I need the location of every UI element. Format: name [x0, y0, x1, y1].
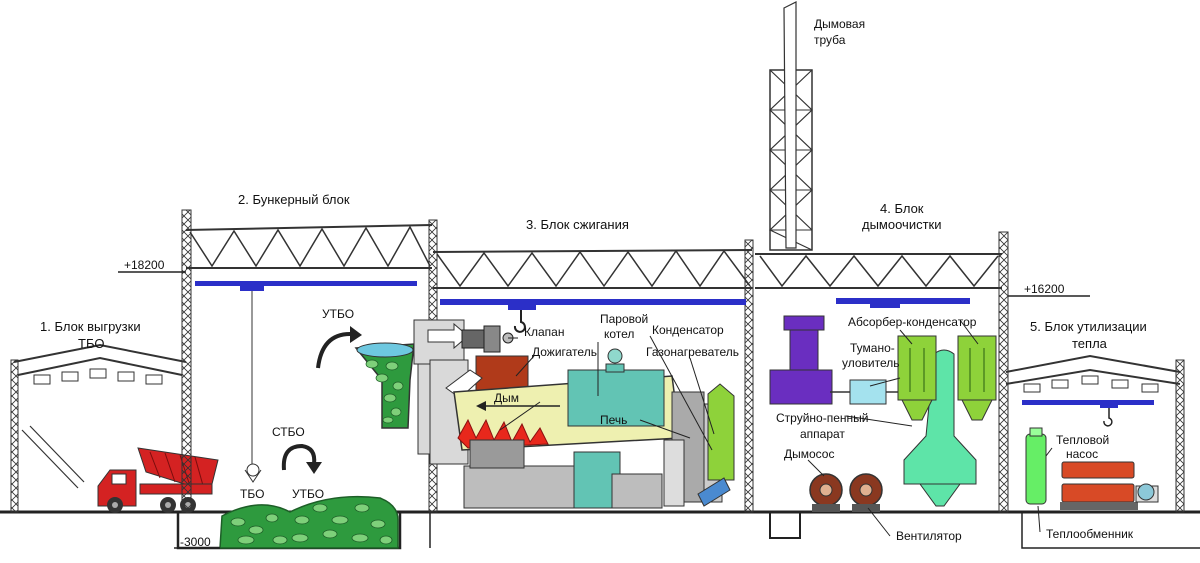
smoke-exhauster-unit	[809, 473, 843, 512]
heat-recovery-building	[1005, 354, 1185, 513]
smoke-label: Дым	[494, 391, 519, 405]
heat-pump-label-line2: насос	[1066, 447, 1098, 461]
fan-label: Вентилятор	[896, 529, 962, 543]
section-1-title-line1: 1. Блок выгрузки	[40, 319, 141, 334]
jet-foam-label-line2: аппарат	[800, 427, 845, 441]
heat-exchanger-unit	[1060, 461, 1159, 510]
section-5-title-line1: 5. Блок утилизации	[1030, 319, 1147, 334]
chimney-label-line1: Дымовая	[814, 17, 865, 31]
jet-foam-label-line1: Струйно-пенный	[776, 411, 868, 425]
section-3-title: 3. Блок сжигания	[526, 217, 629, 232]
steam-boiler-label-line2: котел	[604, 327, 634, 341]
mist-catcher-label-line1: Тумано-	[850, 341, 895, 355]
heat-exchanger-label: Теплообменник	[1046, 527, 1134, 541]
section-1-title-line2: ТБО	[78, 336, 104, 351]
section-4-title-line1: 4. Блок	[880, 201, 924, 216]
fan-unit	[849, 473, 883, 512]
elevation-markers	[118, 271, 1090, 549]
heat-pump-label-line1: Тепловой	[1056, 433, 1109, 447]
gas-cleaning-building	[755, 231, 1009, 513]
elevation-left: +18200	[124, 258, 165, 272]
leader-lines-5	[1037, 447, 1053, 533]
leader-lines	[499, 335, 715, 451]
gas-heater-label: Газонагреватель	[646, 345, 739, 359]
utbo-top-label: УТБО	[322, 307, 354, 321]
furnace-label: Печь	[600, 413, 627, 427]
section-2-title: 2. Бункерный блок	[238, 192, 350, 207]
mist-catcher-label-line2: уловитель	[842, 356, 900, 370]
dump-truck	[97, 447, 219, 513]
chimney	[768, 1, 813, 251]
utbo-bottom-label: УТБО	[292, 487, 324, 501]
smoke-exhauster-label: Дымосос	[784, 447, 834, 461]
steam-boiler-label-line1: Паровой	[600, 312, 648, 326]
curved-arrow-icon	[281, 443, 322, 474]
section-5-title-line2: тепла	[1072, 336, 1108, 351]
tbo-label: ТБО	[240, 487, 264, 501]
section-4-title-line2: дымоочистки	[862, 217, 941, 232]
chimney-label-line2: труба	[814, 33, 846, 47]
grab-bucket-icon	[244, 463, 262, 483]
heat-pump-unit	[1025, 427, 1047, 505]
conveyor-chute	[21, 425, 85, 489]
leader-lines-4	[807, 319, 979, 537]
curved-arrow-icon	[316, 326, 362, 369]
absorber-label: Абсорбер-конденсатор	[848, 315, 977, 329]
afterburner-label: Дожигатель	[532, 345, 597, 359]
smoke-arrow-icon	[476, 401, 560, 411]
stbo-label: СТБО	[272, 425, 305, 439]
elevation-pit: -3000	[180, 535, 211, 549]
feed-hopper	[354, 342, 415, 429]
unloading-shed	[10, 343, 187, 513]
condenser-label: Конденсатор	[652, 323, 724, 337]
waste-pile	[219, 495, 399, 549]
combustion-building	[413, 239, 754, 513]
elevation-right: +16200	[1024, 282, 1065, 296]
valve-label: Клапан	[524, 325, 564, 339]
